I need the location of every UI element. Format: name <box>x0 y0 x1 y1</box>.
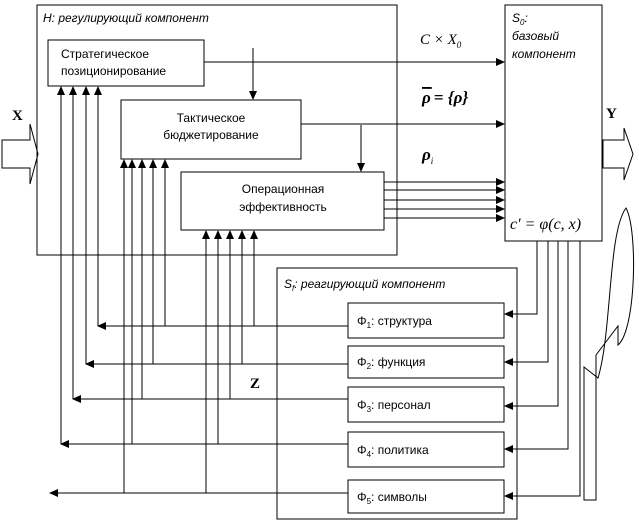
tactical-budgeting-box: Тактическое бюджетирование <box>120 99 302 160</box>
tactical-line-2: бюджетирование <box>163 128 259 142</box>
regulating-component-label: H: регулирующий компонент <box>43 11 209 25</box>
phi-personnel-label: Φ3: персонал <box>357 398 431 414</box>
c-times-x-label: C × X0 <box>420 32 462 50</box>
base-formula: c′ = φ(c, x) <box>510 216 581 233</box>
output-y-arrow <box>602 127 634 181</box>
output-y-label: Y <box>606 106 617 122</box>
strategic-positioning-box: Стратегическое позиционирование <box>47 39 205 87</box>
phi-structure-label: Φ1: структура <box>357 314 432 330</box>
base-component-label-2: компонент <box>512 47 576 61</box>
base-component-label-1: базовый <box>512 29 559 43</box>
reacting-component-label: Sf: реагирующий компонент <box>284 277 445 293</box>
phi-symbols-label: Φ5: символы <box>357 490 427 506</box>
tactical-line-1: Тактическое <box>177 111 246 125</box>
operational-line-2: эффективность <box>239 200 327 214</box>
phi-personnel-box: Φ3: персонал <box>347 386 505 423</box>
arrow-s0-to-phi1 <box>504 241 538 318</box>
phi-policy-label: Φ4: политика <box>357 443 429 459</box>
base-component-frame <box>504 4 603 242</box>
feedback-curved-arrow <box>583 207 635 501</box>
arrow-s0-to-phi4 <box>504 241 569 453</box>
input-x-label: X <box>12 108 23 124</box>
phi-structure-box: Φ1: структура <box>347 302 505 339</box>
base-component-title: S0: <box>512 11 528 27</box>
operational-line-1: Операционная <box>242 182 325 196</box>
phi-function-box: Φ2: функция <box>347 345 505 379</box>
phi-symbols-box: Φ5: символы <box>347 479 505 514</box>
phi-function-label: Φ2: функция <box>357 355 425 371</box>
arrow-s0-to-phi5 <box>504 241 581 500</box>
operational-efficiency-box: Операционная эффективность <box>180 171 385 231</box>
reacting-component-frame <box>276 267 518 520</box>
arrow-s0-to-phi3 <box>504 241 559 410</box>
arrow-s0-to-phi2 <box>504 241 549 366</box>
rho-set-label: ρ= {ρ} <box>421 88 468 107</box>
disturbance-z-label: Z <box>250 376 260 392</box>
phi-policy-box: Φ4: политика <box>347 431 505 468</box>
rho-i-label: ρi <box>421 145 434 166</box>
strategic-line-2: позиционирование <box>61 64 166 78</box>
input-x-arrow <box>1 123 39 185</box>
regulating-component-frame <box>36 4 398 256</box>
strategic-line-1: Стратегическое <box>61 47 149 61</box>
